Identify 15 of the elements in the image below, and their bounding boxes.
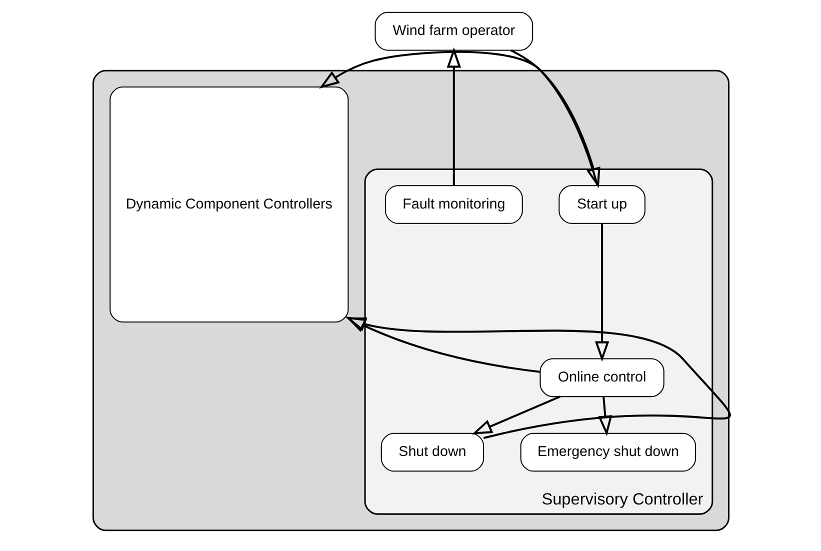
arrow: [471, 396, 560, 434]
node-box: Fault monitoring: [384, 185, 522, 224]
arrow: [446, 47, 461, 186]
node-box: Online control: [539, 358, 664, 398]
arrow: [318, 50, 598, 186]
node-box: Emergency shut down: [520, 432, 696, 472]
node-box: Shut down: [380, 432, 484, 472]
arrow: [598, 396, 612, 436]
arrow: [594, 224, 609, 362]
arrow: [510, 49, 600, 188]
node-box: Wind farm operator: [374, 12, 533, 51]
arrow: [345, 316, 540, 373]
node-box: Dynamic Component Controllers: [109, 86, 348, 322]
arrow: [345, 317, 730, 439]
node-box: Start up: [558, 185, 645, 224]
